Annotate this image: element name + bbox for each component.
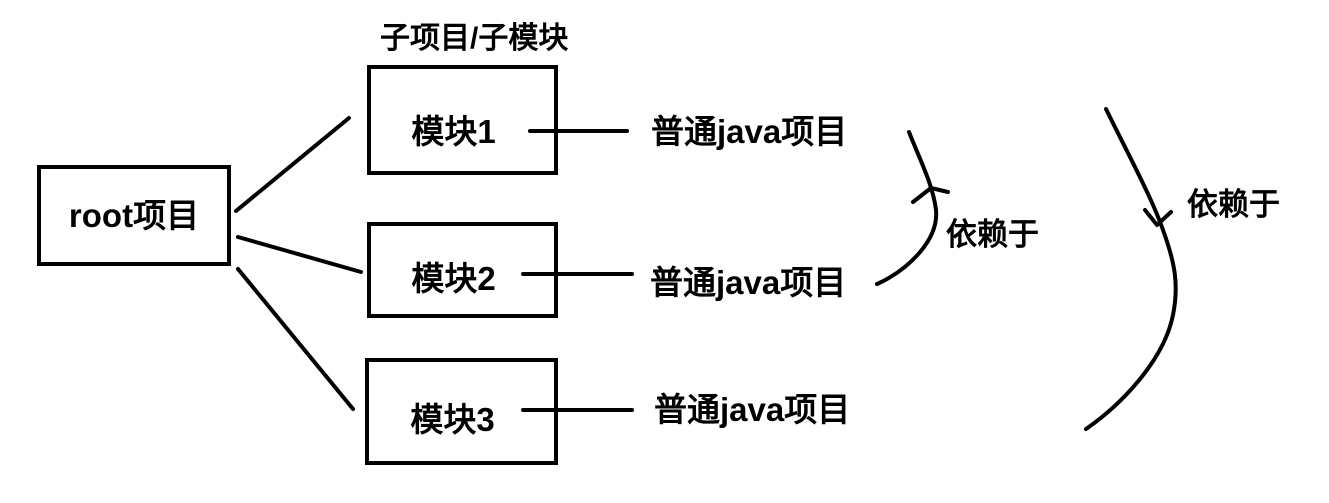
java-project-label-1: 普通java项目 [651,113,848,150]
module3-label: 模块3 [410,401,495,438]
module1-label: 模块1 [411,112,496,150]
module2-box: 模块2 [367,222,558,318]
root-project-box: root项目 [37,165,231,266]
java-project-label-3: 普通java项目 [654,391,851,428]
depends-on-label-2: 依赖于 [1187,187,1280,222]
root-to-module2-line [236,235,363,274]
root-project-label: root项目 [68,197,200,234]
module2-label: 模块2 [411,259,496,297]
root-to-module3-line [236,267,355,411]
dependency-arrowhead-1-icon [911,186,950,204]
dependency-curve-2 [1084,107,1178,431]
dependency-arrowhead-2-icon [1143,208,1173,227]
depends-on-label-1: 依赖于 [946,217,1039,252]
submodules-heading: 子项目/子模块 [380,22,569,55]
java-project-label-2: 普通java项目 [650,264,847,301]
module1-box: 模块1 [367,65,558,175]
root-to-module1-line [234,116,351,213]
dependency-curve-1 [875,130,939,286]
module3-box: 模块3 [365,358,558,465]
